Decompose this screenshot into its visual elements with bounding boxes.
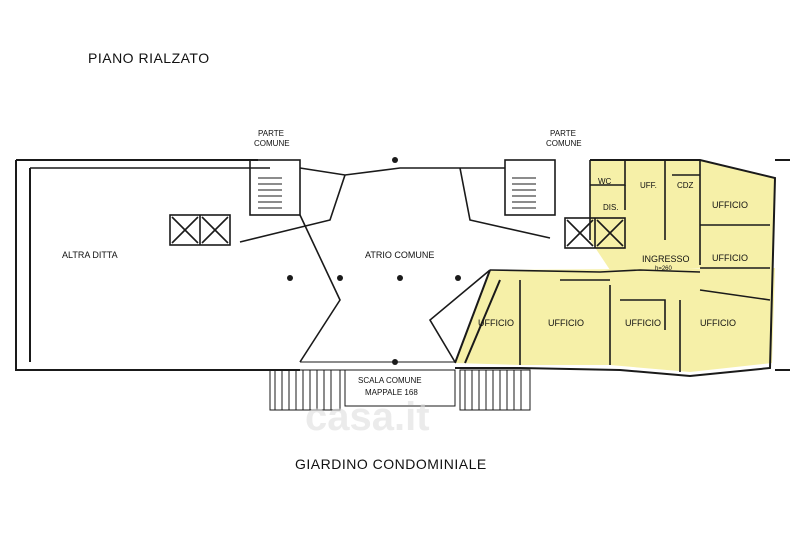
label-ufficio-2: UFFICIO bbox=[548, 318, 584, 328]
label-ufficio-3: UFFICIO bbox=[625, 318, 661, 328]
label-scala-comune: SCALA COMUNE bbox=[358, 376, 422, 385]
label-mappale: MAPPALE 168 bbox=[365, 388, 418, 397]
label-ufficio-1: UFFICIO bbox=[478, 318, 514, 328]
label-wc: WC bbox=[598, 177, 612, 186]
watermark-logo: casa.it bbox=[305, 395, 430, 439]
label-parte-comune-left-2: COMUNE bbox=[254, 139, 290, 148]
label-ingresso: INGRESSO bbox=[642, 254, 690, 264]
label-parte-comune-right-1: PARTE bbox=[550, 129, 576, 138]
interior-walls bbox=[30, 159, 626, 363]
label-atrio-comune: ATRIO COMUNE bbox=[365, 250, 434, 260]
label-uff: UFF. bbox=[640, 181, 657, 190]
atrium-columns bbox=[287, 157, 461, 365]
label-ufficio-mid-right: UFFICIO bbox=[712, 253, 748, 263]
label-ufficio-top-right: UFFICIO bbox=[712, 200, 748, 210]
label-parte-comune-left-1: PARTE bbox=[258, 129, 284, 138]
label-height-note: h=260 bbox=[655, 266, 673, 272]
outer-walls bbox=[15, 159, 790, 378]
label-dis: DIS. bbox=[603, 203, 619, 212]
garden-label: GIARDINO CONDOMINIALE bbox=[295, 456, 487, 472]
label-cdz: CDZ bbox=[677, 181, 694, 190]
label-altra-ditta: ALTRA DITTA bbox=[62, 250, 118, 260]
office-fill-lower bbox=[455, 268, 775, 372]
floor-title: PIANO RIALZATO bbox=[88, 50, 210, 66]
label-ufficio-4: UFFICIO bbox=[700, 318, 736, 328]
office-area bbox=[455, 160, 775, 372]
label-parte-comune-right-2: COMUNE bbox=[546, 139, 582, 148]
stair-treads bbox=[258, 177, 536, 411]
office-fill-upper bbox=[590, 160, 775, 270]
office-partitions bbox=[489, 160, 771, 372]
